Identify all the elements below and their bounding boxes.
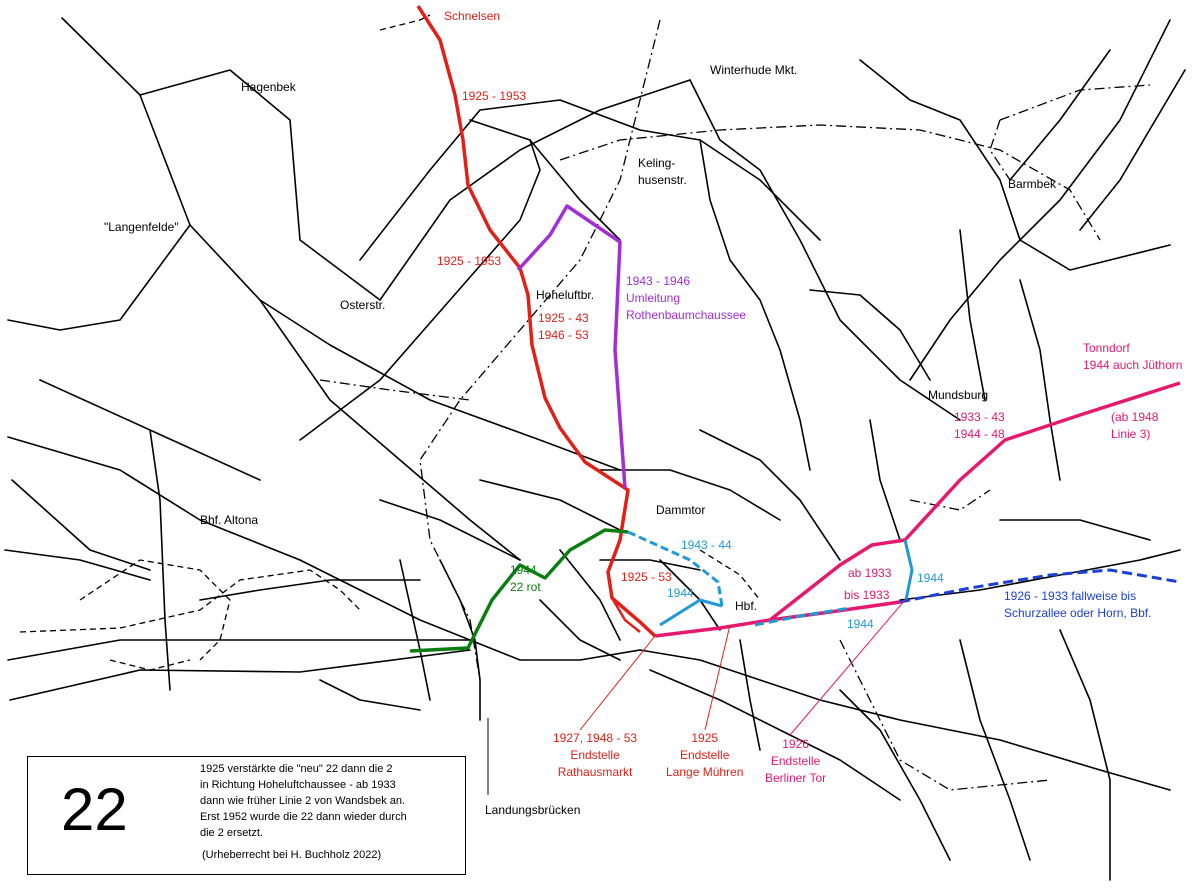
label-schnelsen: Schnelsen: [444, 9, 501, 23]
route-purple-detour: [516, 204, 627, 489]
route-darkblue-1926: [899, 568, 1181, 604]
annotation-leader-lange: [704, 624, 731, 731]
label-hagenbek: Hagenbek: [241, 80, 296, 94]
base-network: [4, 17, 1186, 881]
route-pink-wandsbek: [768, 381, 1181, 622]
label-barmbek: Barmbek: [1008, 177, 1057, 191]
label-kelinghusen: Keling-husenstr.: [638, 156, 687, 187]
label-altona: Bhf. Altona: [200, 513, 259, 527]
label-langenfelde: "Langenfelde": [104, 220, 179, 234]
route-green-1944: [409, 528, 629, 653]
label-red-1925-53: 1925 - 53: [621, 570, 672, 584]
label-winterhude: Winterhude Mkt.: [710, 63, 798, 77]
label-mundsburg: Mundsburg: [928, 388, 989, 402]
route-blue-1944-up: [903, 539, 914, 601]
label-hbf: Hbf.: [735, 599, 758, 613]
label-dammtor: Dammtor: [656, 503, 706, 517]
route-blue-1943: [627, 530, 724, 607]
legend-box: 22 1925 verstärkte die "neu" 22 dann die…: [27, 756, 466, 875]
route-red-rathaus: [610, 597, 641, 633]
label-ab-1933: ab 1933: [848, 566, 892, 580]
annotation-leader-rathaus: [579, 635, 656, 731]
label-red-1925-1953-mid: 1925 - 1953: [437, 254, 502, 268]
label-osterstr: Osterstr.: [340, 298, 386, 312]
label-red-1925-1953-top: 1925 - 1953: [462, 89, 527, 103]
line-number: 22: [61, 776, 128, 843]
label-blue-1944-a: 1944: [667, 586, 694, 600]
copyright-note: (Urheberrecht bei H. Buchholz 2022): [202, 849, 382, 861]
annotation-leader-berliner: [789, 599, 906, 736]
label-blue-1943-44: 1943 - 44: [681, 538, 732, 552]
label-blue-1944-c: 1944: [847, 617, 874, 631]
label-hoheluftbr: Hoheluftbr.: [536, 288, 595, 302]
label-landungsbruecken: Landungsbrücken: [485, 803, 581, 817]
label-bis-1933: bis 1933: [844, 588, 890, 602]
rail-lines: [319, 19, 1151, 791]
route-blue-1944-east: [754, 606, 851, 627]
route-red-main: [416, 5, 657, 638]
altona-loops: [19, 14, 761, 671]
legend-description: 1925 verstärkte die "neu" 22 dann die 2 …: [200, 763, 407, 839]
label-blue-1944-b: 1944: [917, 571, 944, 585]
route-blue-1944-mid: [659, 598, 723, 627]
